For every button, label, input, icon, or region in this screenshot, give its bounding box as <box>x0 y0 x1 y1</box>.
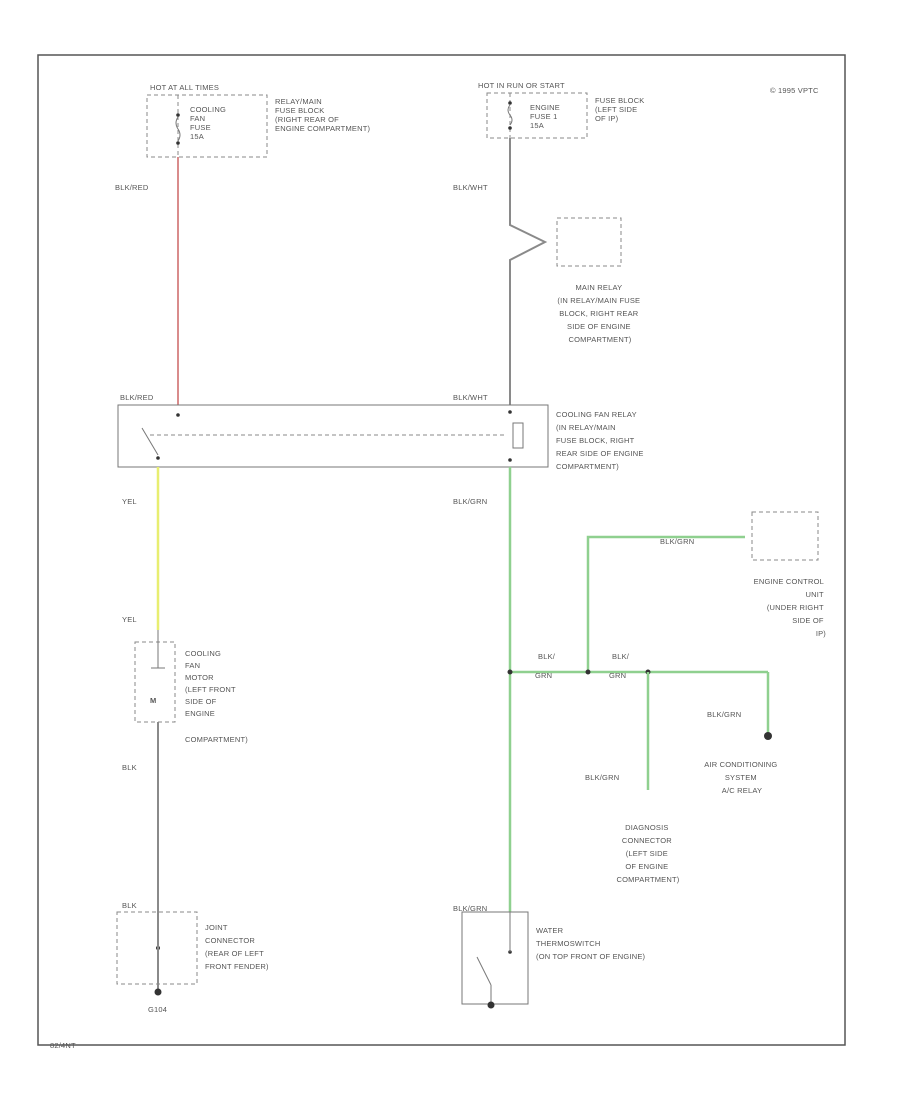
right-fuse-terminal-bottom <box>508 126 512 130</box>
wire-label-blk-wht-top: BLK/WHT <box>453 183 488 192</box>
fan-motor-box <box>134 641 176 723</box>
left-fuse-block <box>146 94 268 158</box>
thermoswitch-label: WATER THERMOSWITCH (ON TOP FRONT OF ENGI… <box>536 926 646 961</box>
main-relay-label: MAIN RELAY (IN RELAY/MAIN FUSE BLOCK, RI… <box>557 283 642 344</box>
wire-label-blk-grn-ecu: BLK/GRN <box>660 537 694 546</box>
wire-label-yel-bottom: YEL <box>122 615 137 624</box>
copyright-text: © 1995 VPTC <box>770 86 819 95</box>
right-fuse-description: FUSE BLOCK (LEFT SIDE OF IP) <box>595 96 647 123</box>
thermoswitch-box <box>461 911 529 1005</box>
ecu-box <box>751 511 819 561</box>
wire-label-blk-red-relay: BLK/RED <box>120 393 154 402</box>
fan-motor-symbol: M <box>150 696 156 705</box>
wire-gray-fuse-to-relay <box>509 138 548 405</box>
diagram-frame <box>37 54 846 1046</box>
left-fuse-terminal-bottom <box>176 141 180 145</box>
ac-relay-label: AIR CONDITIONING SYSTEM A/C RELAY <box>704 760 780 795</box>
joint-connector-label: JOINT CONNECTOR (REAR OF LEFT FRONT FEND… <box>205 923 269 971</box>
fan-motor-label: COOLING FAN MOTOR (LEFT FRONT SIDE OF EN… <box>185 649 248 744</box>
wire-label-blk-grn-split1: BLK/ GRN <box>535 652 557 680</box>
left-fuse-label: COOLING FAN FUSE 15A <box>190 105 228 141</box>
relay-coil-symbol <box>512 422 524 449</box>
ac-relay-terminal <box>764 732 772 740</box>
ground-label: G104 <box>148 1005 167 1014</box>
thermoswitch-ground <box>487 1001 495 1009</box>
ecu-label: ENGINE CONTROL UNIT (UNDER RIGHT SIDE OF… <box>754 577 827 638</box>
wire-label-yel-top: YEL <box>122 497 137 506</box>
main-relay-box <box>556 217 622 267</box>
relay-switch-contact <box>141 427 159 456</box>
splice-node-1 <box>507 669 513 675</box>
wire-label-blk-grn-thermo: BLK/GRN <box>453 904 487 913</box>
right-fuse-label: ENGINE FUSE 1 15A <box>530 103 562 130</box>
cooling-fan-relay-label: COOLING FAN RELAY (IN RELAY/MAIN FUSE BL… <box>556 410 646 471</box>
right-fuse-power-label: HOT IN RUN OR START <box>478 81 565 90</box>
wire-label-blk-grn-split2: BLK/ GRN <box>609 652 631 680</box>
splice-node-2 <box>585 669 591 675</box>
wire-label-blk-grn-ac: BLK/GRN <box>707 710 741 719</box>
wire-label-blk-motor: BLK <box>122 763 137 772</box>
right-fuse-symbol <box>507 104 513 126</box>
left-fuse-terminal-top <box>176 113 180 117</box>
left-fuse-symbol <box>175 116 181 142</box>
wire-label-blk-grn-diag: BLK/GRN <box>585 773 619 782</box>
relay-coil-terminal-bottom <box>508 458 512 462</box>
relay-terminal-1 <box>176 413 180 417</box>
ground-point <box>154 988 162 996</box>
right-fuse-block <box>486 92 588 139</box>
diagnosis-connector-label: DIAGNOSIS CONNECTOR (LEFT SIDE OF ENGINE… <box>617 823 680 884</box>
footer-code: 82/4NT <box>50 1041 76 1050</box>
relay-terminal-2 <box>156 456 160 460</box>
relay-coil-terminal-top <box>508 410 512 414</box>
cooling-fan-relay-box <box>117 404 549 468</box>
left-fuse-power-label: HOT AT ALL TIMES <box>150 83 219 92</box>
wire-label-blk-red-top: BLK/RED <box>115 183 149 192</box>
left-fuse-description: RELAY/MAIN FUSE BLOCK (RIGHT REAR OF ENG… <box>275 97 370 133</box>
wire-label-blk-grn-relay: BLK/GRN <box>453 497 487 506</box>
wire-green-to-ecu <box>586 535 745 672</box>
right-fuse-terminal-top <box>508 101 512 105</box>
wire-label-blk-wht-relay: BLK/WHT <box>453 393 488 402</box>
thermoswitch-contact <box>476 956 492 986</box>
wire-label-blk-joint: BLK <box>122 901 137 910</box>
